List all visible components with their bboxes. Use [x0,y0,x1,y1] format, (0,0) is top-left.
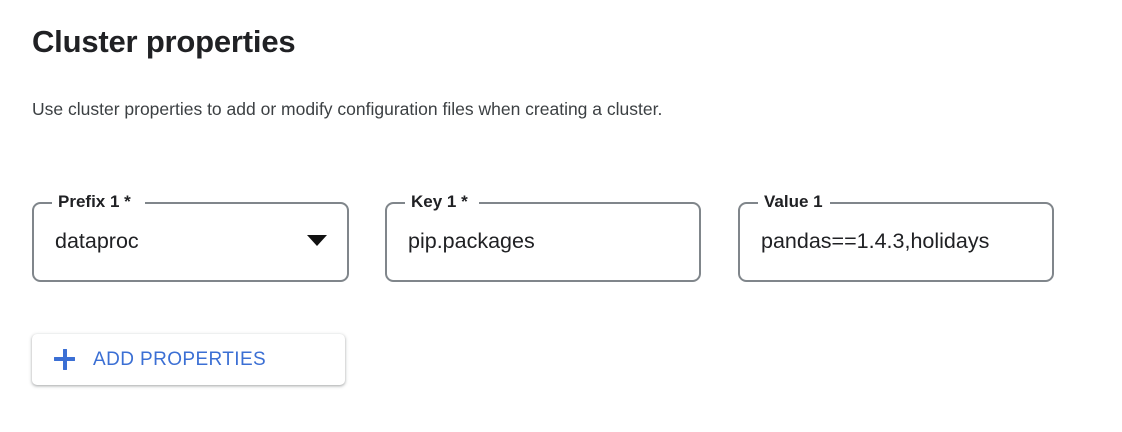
prefix-field-label: Prefix 1 * [54,191,135,213]
key-field-value[interactable]: pip.packages [408,229,535,253]
prefix-field-value[interactable]: dataproc [55,229,139,253]
prefix-field[interactable]: Prefix 1 * dataproc [32,191,349,282]
add-properties-button[interactable]: ADD PROPERTIES [32,334,345,385]
key-field[interactable]: Key 1 * pip.packages [385,191,701,282]
key-field-label: Key 1 * [407,191,472,213]
value-field[interactable]: Value 1 pandas==1.4.3,holidays [738,191,1054,282]
value-field-value[interactable]: pandas==1.4.3,holidays [761,229,990,253]
chevron-down-icon[interactable] [307,235,327,246]
plus-icon [54,349,75,370]
add-properties-button-label: ADD PROPERTIES [93,348,267,370]
page-title: Cluster properties [32,24,296,59]
page-description: Use cluster properties to add or modify … [32,99,663,119]
value-field-label: Value 1 [760,191,827,213]
